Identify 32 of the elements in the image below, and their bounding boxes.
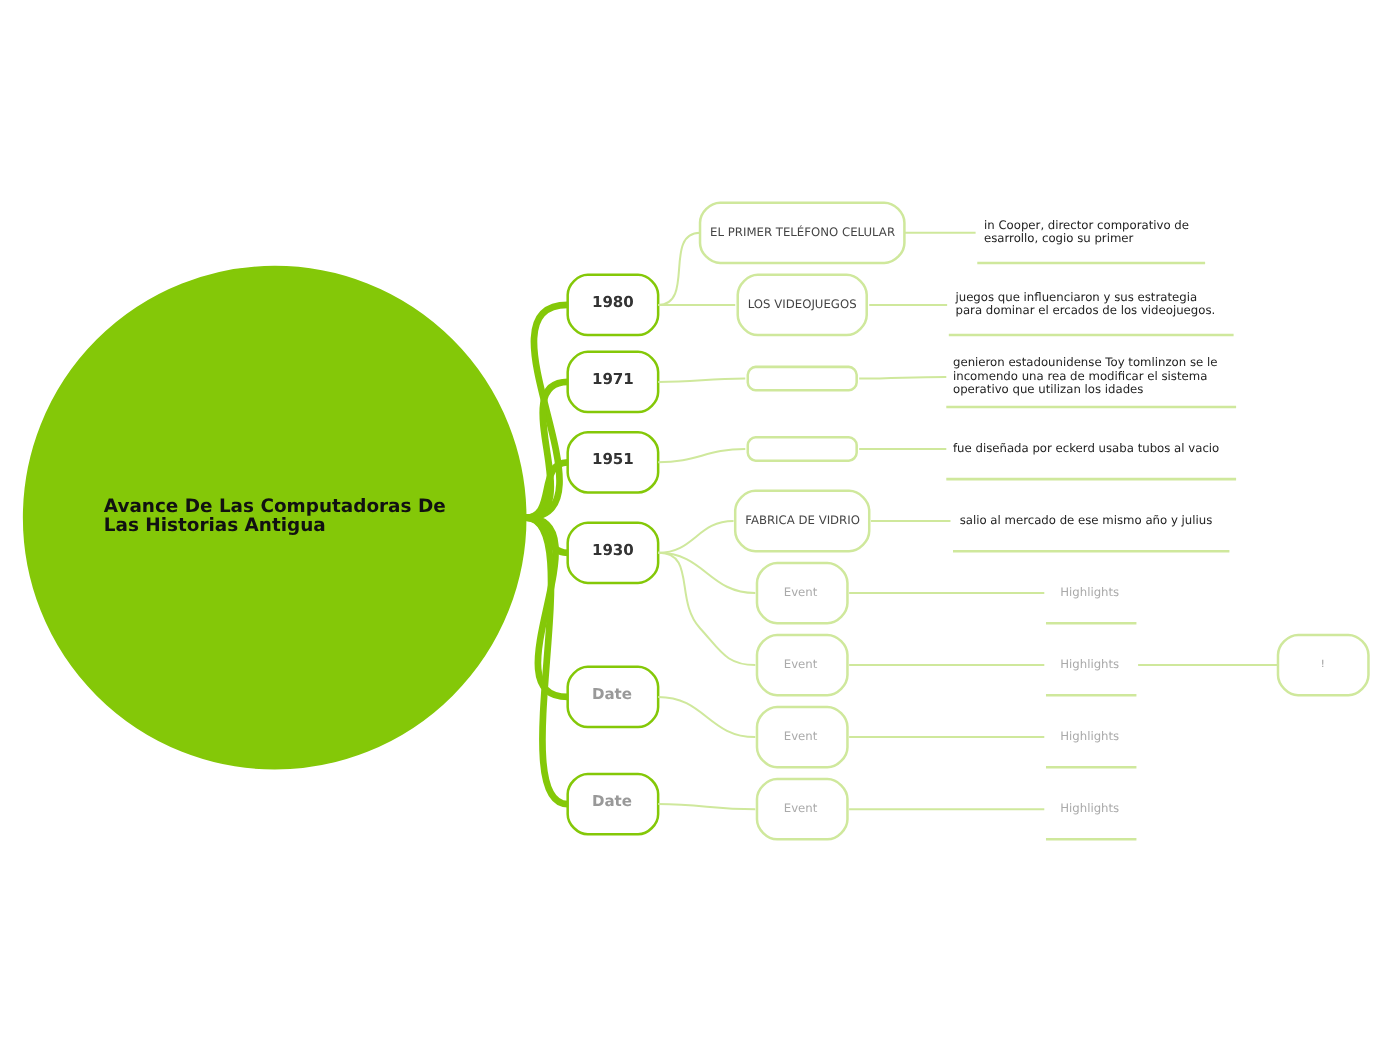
node-circle: Avance De Las Computadoras De Las Historias Antigua — [22, 264, 527, 769]
connector — [658, 802, 756, 810]
connector — [658, 302, 736, 305]
node-box — [746, 435, 858, 461]
connector — [525, 513, 569, 700]
connector — [658, 376, 746, 382]
node-box: 1980 — [566, 272, 660, 336]
connector — [869, 302, 948, 305]
node-box: Date — [566, 664, 660, 728]
connector — [657, 230, 701, 305]
connector — [859, 446, 947, 449]
connector — [859, 374, 947, 379]
connector — [524, 513, 569, 807]
connector — [658, 694, 756, 738]
node-box: 1951 — [566, 429, 660, 493]
connector — [849, 591, 1045, 594]
connector — [658, 519, 734, 553]
node-box: Date — [566, 771, 660, 835]
connector — [525, 377, 569, 520]
connector — [525, 300, 569, 520]
connector — [849, 807, 1045, 810]
connector — [658, 446, 746, 463]
connector — [658, 550, 756, 666]
node-box: 1971 — [566, 349, 660, 413]
connector — [904, 230, 976, 233]
connector — [1138, 663, 1278, 666]
connector — [849, 735, 1045, 738]
connector — [870, 519, 951, 521]
node-box: 1930 — [566, 520, 660, 584]
connector — [525, 458, 569, 520]
connector — [849, 663, 1045, 666]
node-box — [746, 364, 858, 391]
